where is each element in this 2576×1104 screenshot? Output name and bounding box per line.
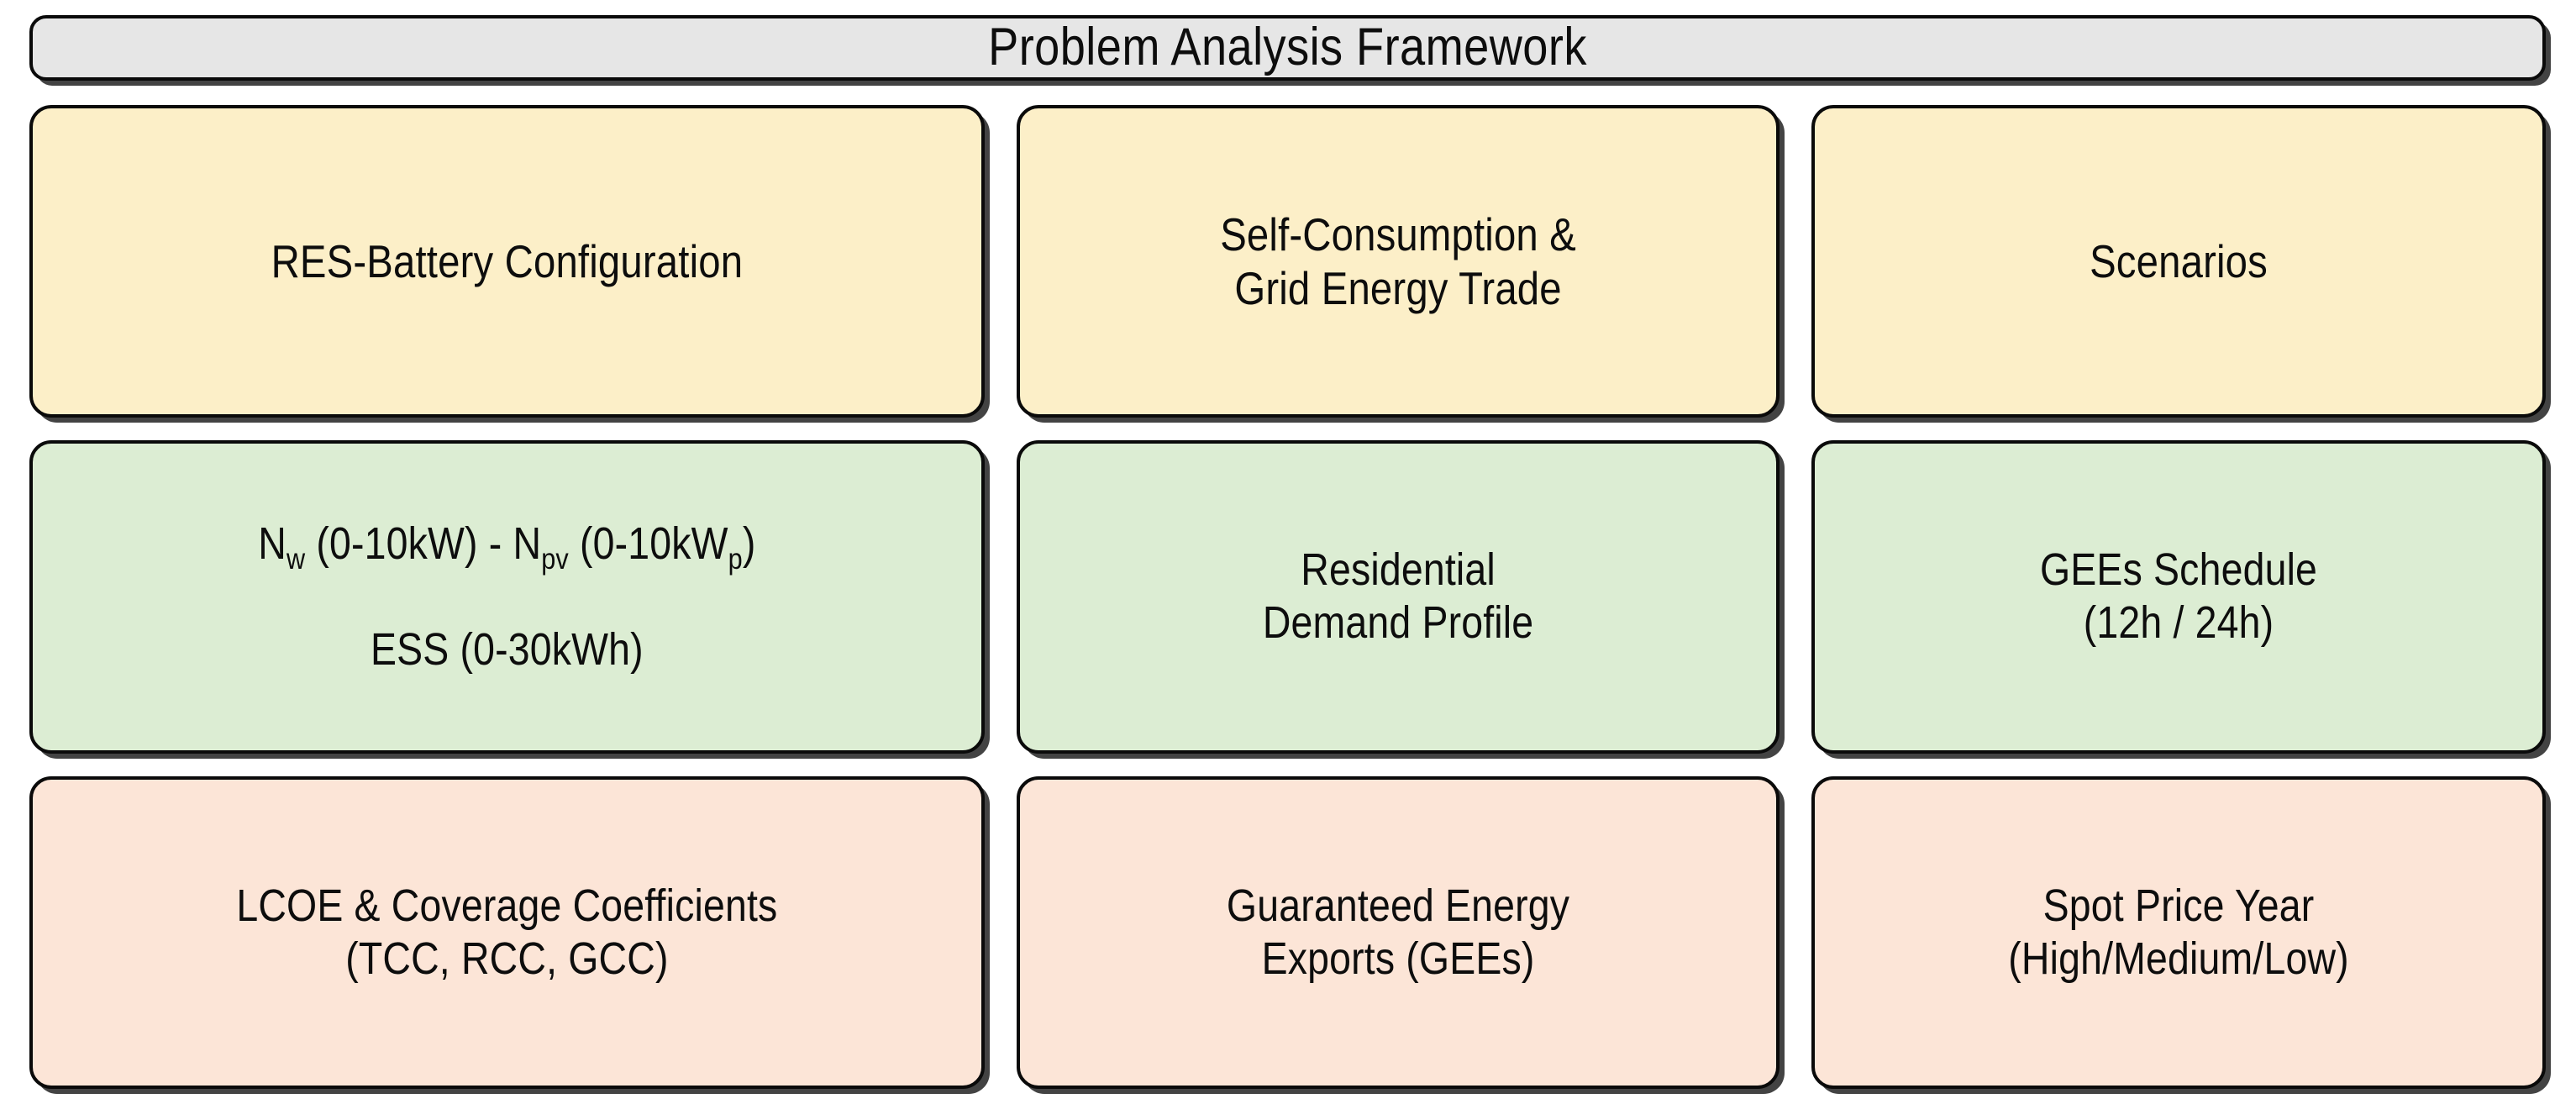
node-residential-demand-profile[interactable]: Residential Demand Profile bbox=[1016, 440, 1780, 754]
category-row: RES-Battery Configuration Self-Consumpti… bbox=[29, 105, 2546, 418]
header-row: Problem Analysis Framework bbox=[29, 15, 2546, 81]
sizing-ranges-line-2: ESS (0-30kWh) bbox=[370, 624, 644, 676]
node-res-battery-configuration[interactable]: RES-Battery Configuration bbox=[29, 105, 985, 418]
sizing-ranges-line-1: Nw (0-10kW) - Npv (0-10kWp) bbox=[258, 518, 756, 576]
node-lcoe-coverage-coefficients[interactable]: LCOE & Coverage Coefficients (TCC, RCC, … bbox=[29, 775, 985, 1089]
metric-row: LCOE & Coverage Coefficients (TCC, RCC, … bbox=[29, 775, 2546, 1089]
node-label: GEEs Schedule (12h / 24h) bbox=[2039, 544, 2318, 649]
node-sizing-ranges[interactable]: Nw (0-10kW) - Npv (0-10kWp) ESS (0-30kWh… bbox=[29, 440, 985, 754]
node-label: Scenarios bbox=[2090, 234, 2268, 287]
node-spot-price-year[interactable]: Spot Price Year (High/Medium/Low) bbox=[1811, 775, 2546, 1089]
node-scenarios[interactable]: Scenarios bbox=[1811, 105, 2546, 418]
framework-title-banner: Problem Analysis Framework bbox=[29, 15, 2546, 81]
node-label: Residential Demand Profile bbox=[1262, 544, 1534, 649]
node-label: Self-Consumption & Grid Energy Trade bbox=[1220, 208, 1576, 315]
node-label: RES-Battery Configuration bbox=[271, 234, 744, 287]
node-gees-schedule[interactable]: GEEs Schedule (12h / 24h) bbox=[1811, 440, 2546, 754]
page-title: Problem Analysis Framework bbox=[988, 18, 1587, 77]
framework-grid: RES-Battery Configuration Self-Consumpti… bbox=[29, 105, 2546, 1089]
node-label: LCOE & Coverage Coefficients (TCC, RCC, … bbox=[236, 880, 778, 984]
node-guaranteed-energy-exports[interactable]: Guaranteed Energy Exports (GEEs) bbox=[1016, 775, 1780, 1089]
node-self-consumption-grid-energy-trade[interactable]: Self-Consumption & Grid Energy Trade bbox=[1016, 105, 1780, 418]
parameter-row: Nw (0-10kW) - Npv (0-10kWp) ESS (0-30kWh… bbox=[29, 440, 2546, 754]
node-label: Spot Price Year (High/Medium/Low) bbox=[2008, 880, 2349, 984]
node-label: Guaranteed Energy Exports (GEEs) bbox=[1226, 880, 1570, 984]
node-label: Nw (0-10kW) - Npv (0-10kWp) ESS (0-30kWh… bbox=[99, 465, 915, 730]
